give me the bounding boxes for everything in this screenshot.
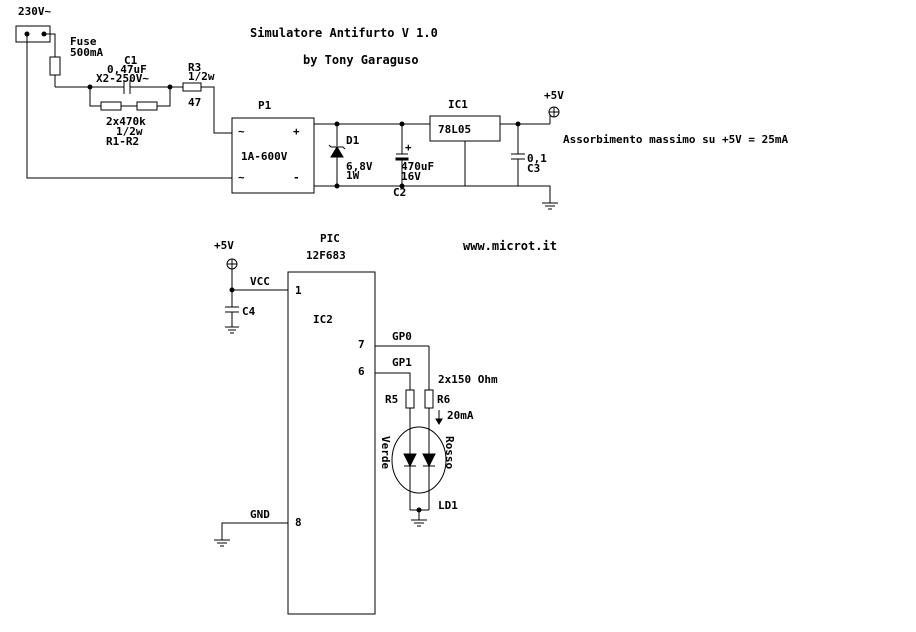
r6-name: R6 [437, 393, 451, 406]
mains-wire-neutral [26, 34, 232, 179]
c2-polarity: + [405, 141, 412, 154]
r2-symbol [136, 101, 158, 111]
pin7-number: 7 [358, 338, 365, 351]
r12-name: R1-R2 [106, 135, 139, 148]
led-red-diode [422, 453, 436, 468]
r5-symbol [405, 389, 415, 409]
bridge-pin-ac2: ~ [238, 171, 245, 184]
led-green-diode [403, 453, 417, 468]
bridge-value: 1A-600V [241, 150, 288, 163]
d1-name: D1 [346, 134, 360, 147]
gnd-pin-label: GND [250, 508, 270, 521]
author-label: by Tony Garaguso [303, 53, 419, 67]
schematic-title: Simulatore Antifurto V 1.0 [250, 26, 438, 40]
c1-value: 0,47uF [107, 63, 147, 76]
ic2-name: IC2 [313, 313, 333, 326]
d1-watt: 1W [346, 169, 360, 182]
gp0-label: GP0 [392, 330, 412, 343]
current-arrow-head [435, 418, 443, 425]
fuse-value: 500mA [70, 46, 103, 59]
resistor-value: 2x150 Ohm [438, 373, 498, 386]
ld1-led-body [391, 426, 447, 494]
r3-watt: 1/2w [188, 70, 215, 83]
bridge-pin-plus: + [293, 125, 300, 138]
mains-label: 230V~ [18, 5, 51, 18]
ic1-value: 78L05 [438, 123, 471, 136]
ic2-pic [287, 271, 376, 615]
r3-symbol [182, 82, 202, 92]
pic-model: 12F683 [306, 249, 346, 262]
r5-name: R5 [385, 393, 398, 406]
r3-wire [201, 86, 232, 134]
c2-value: 470uF [401, 160, 434, 173]
d1-voltage: 6,8V [346, 160, 373, 173]
r12-watt: 1/2w [116, 125, 143, 138]
bridge-p1 [231, 117, 315, 194]
pin1-number: 1 [295, 284, 302, 297]
c1-name: C1 [124, 54, 138, 67]
r12-wire-left [89, 87, 101, 107]
r6-symbol [424, 389, 434, 409]
d1-zener-bar [328, 144, 346, 150]
pin8-wire [221, 522, 288, 540]
led-red-label: Rosso [443, 436, 456, 469]
r12-wire-right [157, 87, 171, 107]
pin8-number: 8 [295, 516, 302, 529]
bridge-pin-ac1: ~ [238, 125, 245, 138]
mains-wire-line [44, 33, 56, 57]
pin6-number: 6 [358, 365, 365, 378]
c4-name: C4 [242, 305, 256, 318]
r3-name: R3 [188, 61, 201, 74]
ic1-regulator [429, 115, 501, 142]
c2-name: C2 [393, 186, 406, 199]
c3-value: 0,1 [527, 152, 547, 165]
r1-symbol [100, 101, 122, 111]
led-green-label: Verde [379, 436, 392, 469]
vcc-out-label: +5V [544, 89, 564, 102]
r3-value: 47 [188, 96, 201, 109]
gp1-wire [375, 372, 411, 390]
vcc-pin-label: VCC [250, 275, 270, 288]
mcu-vcc-label: +5V [214, 239, 234, 252]
gp1-label: GP1 [392, 356, 412, 369]
ld1-name: LD1 [438, 499, 458, 512]
current-note: Assorbimento massimo su +5V = 25mA [563, 133, 789, 146]
bridge-name: P1 [258, 99, 272, 112]
c3-name: C3 [527, 162, 540, 175]
website-label: www.microt.it [463, 239, 557, 253]
fuse-symbol [49, 56, 61, 76]
fuse-label: Fuse [70, 35, 97, 48]
d1-zener-symbol [330, 146, 344, 158]
current-label: 20mA [447, 409, 474, 422]
pic-label: PIC [320, 232, 340, 245]
c1-rating: X2-250V~ [96, 72, 149, 85]
ic1-name: IC1 [448, 98, 468, 111]
c2-voltage: 16V [401, 170, 421, 183]
r12-value: 2x470k [106, 115, 146, 128]
ground-rail-end [518, 185, 551, 203]
bridge-pin-minus: - [293, 171, 300, 184]
